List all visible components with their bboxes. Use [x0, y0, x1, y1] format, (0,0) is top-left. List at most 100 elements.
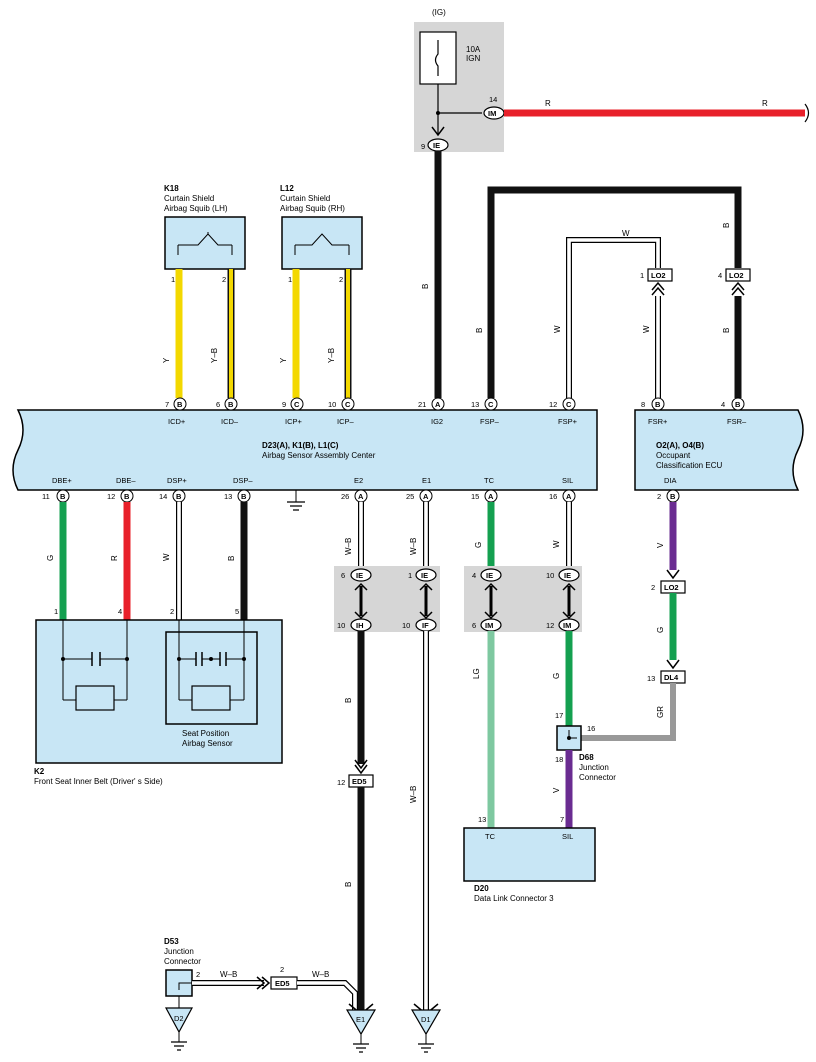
- pin-num: 25: [406, 492, 414, 501]
- pin-name-fsp-plus: FSP+: [558, 417, 578, 426]
- pin-num: 4: [721, 400, 725, 409]
- wire-white-outline: [566, 237, 661, 398]
- k2-code: K2: [34, 767, 45, 776]
- k2-box: [35, 619, 283, 764]
- connector-ie: [350, 568, 372, 582]
- pin-num: 13: [647, 674, 655, 683]
- pin-letter: B: [241, 492, 247, 501]
- pin-num: 1: [171, 275, 175, 284]
- arrow-icon: [666, 659, 680, 670]
- squib-icon: [178, 232, 232, 246]
- wire-label: Y: [279, 357, 288, 363]
- pin-num: 21: [418, 400, 426, 409]
- pin-circle: [484, 397, 498, 411]
- pin-num: 7: [560, 815, 564, 824]
- pin-letter: A: [488, 492, 494, 501]
- d68-line1: Junction: [579, 763, 609, 772]
- pin-num: 4: [718, 271, 722, 280]
- pin-name-ig2: IG2: [431, 417, 443, 426]
- connector-label: IE: [486, 571, 493, 580]
- seat-sensor-line2: Airbag Sensor: [182, 739, 233, 748]
- pin-num: 13: [471, 400, 479, 409]
- pin-circle: [224, 397, 238, 411]
- wire-label: W: [622, 229, 630, 238]
- pin-num: 15: [471, 492, 479, 501]
- wire-label: B: [722, 328, 731, 333]
- pin-num: 10: [337, 621, 345, 630]
- l12-line1: Curtain Shield: [280, 194, 330, 203]
- wire-label: R: [545, 99, 551, 108]
- arrow-icon: [256, 976, 271, 990]
- connector-label: IE: [421, 571, 428, 580]
- o2-line1: Occupant: [656, 451, 691, 460]
- pin-num: 4: [472, 571, 476, 580]
- pin-num: 6: [216, 400, 220, 409]
- wire-label: G: [474, 542, 483, 548]
- pin-letter: A: [435, 400, 441, 409]
- pin-circle: [431, 397, 445, 411]
- pin-num: 17: [555, 711, 563, 720]
- wire-label: W: [553, 325, 562, 333]
- pin-letter: C: [345, 400, 351, 409]
- wire-label: W–B: [312, 970, 329, 979]
- wire-label: V: [656, 542, 665, 548]
- ground-label: E1: [356, 1015, 365, 1024]
- wire-gray: [580, 683, 676, 741]
- d53-code: D53: [164, 937, 179, 946]
- wire-label: G: [46, 555, 55, 561]
- pin-name-icp-plus: ICP+: [285, 417, 303, 426]
- ground-point-d2: [164, 1007, 194, 1034]
- connector-label: IE: [433, 141, 440, 150]
- splice-dot: [567, 736, 571, 740]
- pin-num: 6: [472, 621, 476, 630]
- d53-line2: Connector: [164, 957, 201, 966]
- pin-name-dbe-minus: DBE–: [116, 476, 136, 485]
- o2-code: O2(A), O4(B): [656, 441, 704, 450]
- pin-name-icd-minus: ICD–: [221, 417, 239, 426]
- ground-label: D2: [174, 1014, 184, 1023]
- pin-num: 2: [339, 275, 343, 284]
- wire-label: W–B: [409, 538, 418, 555]
- fuse-icon: [434, 40, 439, 76]
- wire-label: W–B: [220, 970, 237, 979]
- pin-circle: [651, 397, 665, 411]
- junction-line: [178, 982, 192, 990]
- pin-num: 14: [159, 492, 167, 501]
- d68-line2: Connector: [579, 773, 616, 782]
- pin-num: 12: [549, 400, 557, 409]
- pin-num: 9: [282, 400, 286, 409]
- wire-label: R: [762, 99, 768, 108]
- pin-name-fsp-minus: FSP–: [480, 417, 500, 426]
- o2-box: [634, 409, 804, 491]
- pin-name-sil: SIL: [562, 476, 573, 485]
- ground-label: D1: [421, 1015, 431, 1024]
- pin-num: 1: [640, 271, 644, 280]
- pin-num: 7: [165, 400, 169, 409]
- pin-num: 12: [107, 492, 115, 501]
- wire-label: G: [552, 673, 561, 679]
- pin-num: 11: [42, 492, 50, 501]
- wire-label: V: [552, 787, 561, 793]
- connector-label: IM: [488, 109, 496, 118]
- pin-num: 1: [408, 571, 412, 580]
- wire-label: G: [656, 627, 665, 633]
- wire-label: B: [722, 223, 731, 228]
- pin-num: 2: [651, 583, 655, 592]
- wire-label: B: [421, 284, 430, 289]
- pin-name-e1: E1: [422, 476, 431, 485]
- pin-letter: B: [655, 400, 661, 409]
- pin-letter: B: [177, 400, 183, 409]
- k18-code: K18: [164, 184, 179, 193]
- connector-label: LO2: [664, 583, 679, 592]
- pin-num: 10: [402, 621, 410, 630]
- seat-position-sensor-box: [165, 631, 258, 725]
- pin-letter: B: [60, 492, 66, 501]
- pin-name-icp-minus: ICP–: [337, 417, 355, 426]
- fuse-box: [419, 31, 457, 85]
- arrow-icon: [651, 281, 665, 296]
- l12-line2: Airbag Squib (RH): [280, 204, 345, 213]
- d23-bottom-pins: 11 B 12 B 14 B 13 B 26 A 25 A 15 A 16 A: [42, 489, 576, 503]
- pin-name-fsr-minus: FSR–: [727, 417, 747, 426]
